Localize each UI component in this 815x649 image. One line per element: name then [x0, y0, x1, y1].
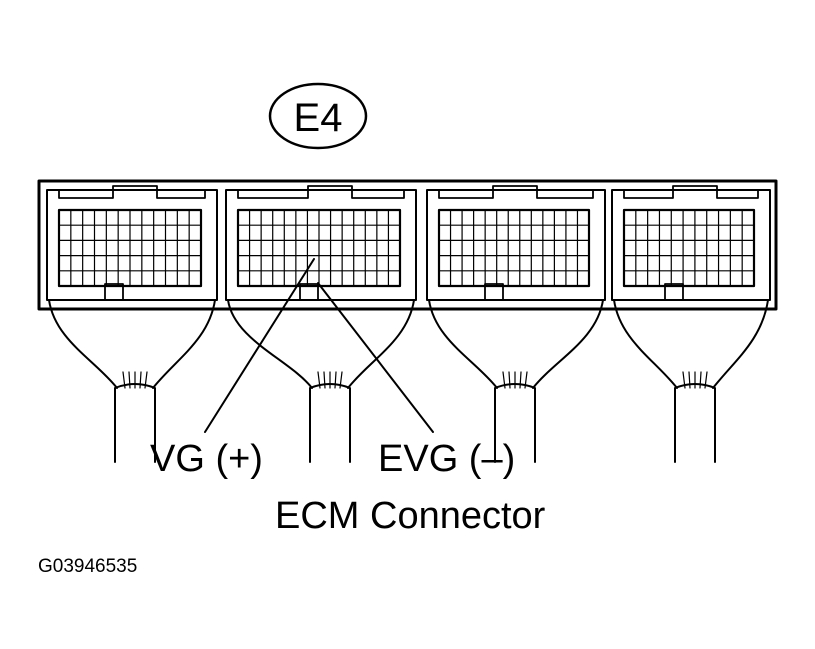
wire-loom: [712, 299, 769, 389]
figure-code: G03946535: [38, 556, 137, 577]
wire-strand: [139, 371, 142, 389]
wire-loom: [613, 299, 678, 389]
connector-blocks: [46, 185, 771, 463]
connector-block-3: [426, 189, 606, 301]
harness-boot: [114, 383, 156, 463]
connector-block-4: [611, 189, 771, 301]
wire-strand: [128, 371, 131, 389]
wire-loom: [428, 299, 498, 389]
pin-grid: [437, 208, 591, 288]
evg-leader-line: [317, 282, 434, 433]
diagram-caption: ECM Connector: [275, 495, 546, 537]
connector-block-1: [46, 189, 218, 301]
wire-loom: [152, 299, 216, 389]
wire-strand: [519, 371, 522, 389]
wire-strand: [688, 371, 691, 389]
evg-pin-label: EVG (–): [378, 438, 515, 480]
connector-housing: [37, 179, 778, 311]
latch-tab: [438, 185, 594, 199]
wire-strand: [699, 371, 702, 389]
connector-id-badge: E4: [268, 82, 368, 150]
connector-block-2: [225, 189, 417, 301]
key-notch: [664, 283, 684, 301]
wire-strand: [334, 371, 337, 389]
vg-leader-line: [204, 258, 315, 433]
wire-loom: [532, 299, 604, 389]
key-notch: [299, 283, 319, 301]
connector-id-label: E4: [294, 96, 343, 140]
wire-loom: [227, 299, 313, 389]
harness-boot: [309, 383, 351, 463]
harness-boot: [674, 383, 716, 463]
harness-boot: [494, 383, 536, 463]
latch-tab: [58, 185, 206, 199]
key-notch: [484, 283, 504, 301]
wire-loom: [48, 299, 118, 389]
wire-strand: [323, 371, 326, 389]
latch-tab: [623, 185, 759, 199]
vg-pin-label: VG (+): [150, 438, 263, 480]
pin-grid: [622, 208, 756, 288]
latch-tab: [237, 185, 405, 199]
wire-loom: [347, 299, 415, 389]
wire-strand: [508, 371, 511, 389]
key-notch: [104, 283, 124, 301]
